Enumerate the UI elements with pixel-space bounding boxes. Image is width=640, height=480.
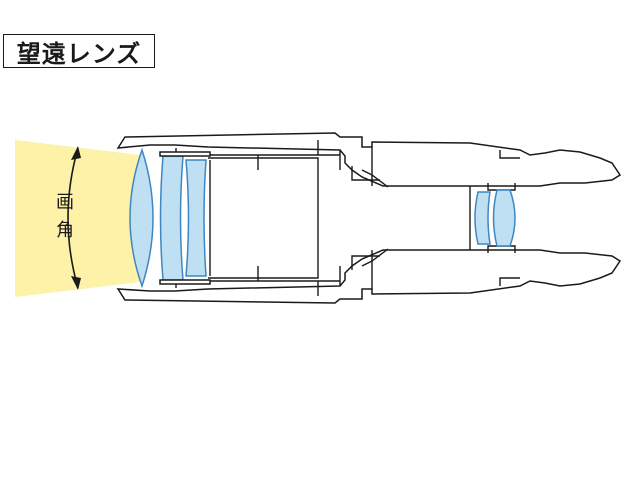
rear-element-2 — [492, 189, 516, 247]
second-element — [159, 155, 184, 281]
front-lens-mount-bottom — [159, 279, 211, 285]
field-of-view-label-2: 角 — [56, 220, 74, 241]
rear-element-1 — [474, 191, 491, 245]
front-lens-mount — [159, 151, 211, 157]
third-element — [185, 159, 207, 277]
front-element — [129, 147, 154, 289]
field-of-view-label-1: 画 — [56, 192, 74, 213]
rear-lens-group — [474, 189, 516, 247]
light-beam — [15, 140, 140, 297]
arc-arrow-bottom-icon — [71, 276, 81, 290]
lens-barrel — [116, 132, 622, 304]
front-lens-group — [129, 147, 211, 289]
diagram-title: 望遠レンズ — [3, 34, 155, 68]
field-of-view-arc — [67, 147, 79, 289]
arc-arrow-top-icon — [71, 146, 81, 160]
